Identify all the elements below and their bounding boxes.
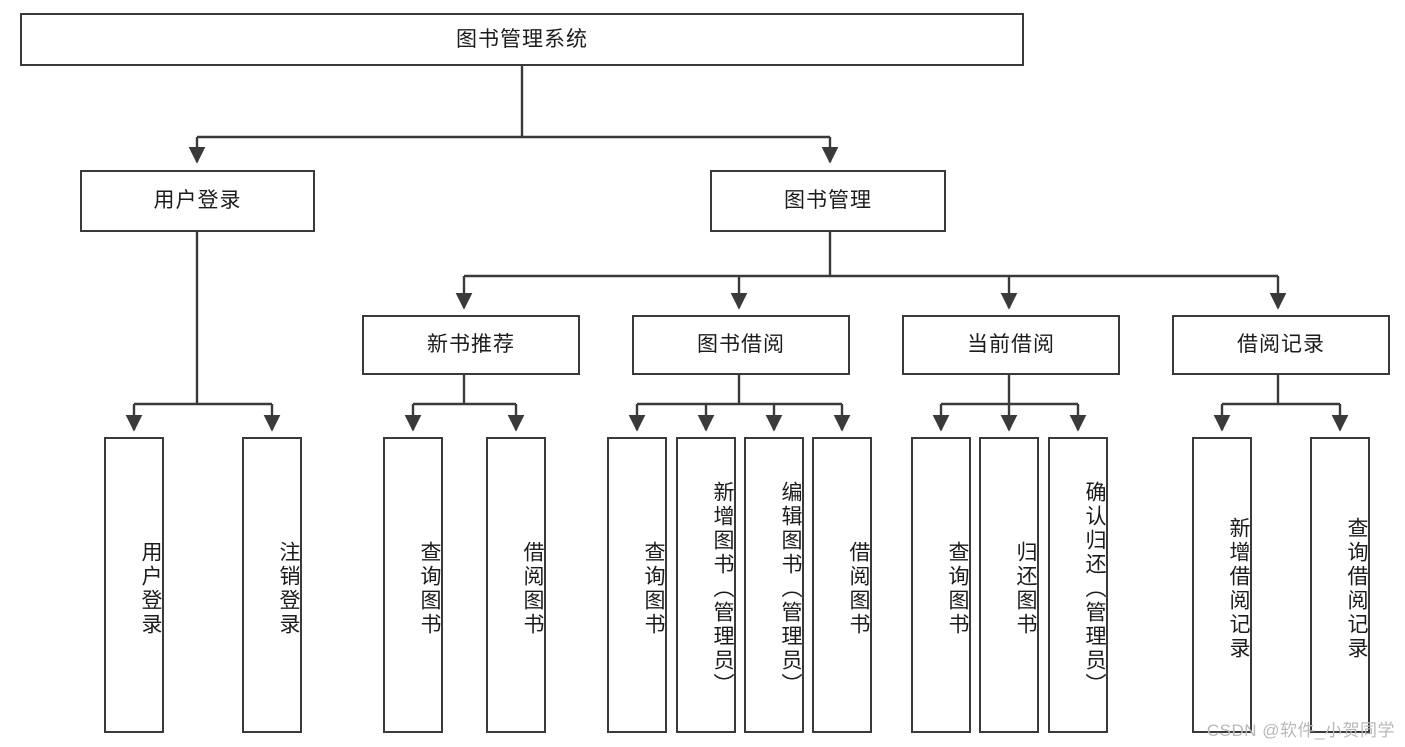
node-label: 编辑图书（管理员） — [779, 481, 802, 697]
leaf-book-borrow-edit-book-admin[interactable]: 编辑图书（管理员） — [744, 437, 804, 733]
leaf-new-book-query-book[interactable]: 查询图书 — [383, 437, 443, 733]
leaf-current-borrow-query-book[interactable]: 查询图书 — [911, 437, 971, 733]
node-label: 图书管理 — [784, 189, 872, 213]
node-label: 新增图书（管理员） — [711, 481, 734, 697]
node-book-management[interactable]: 图书管理 — [710, 170, 946, 232]
node-label: 当前借阅 — [967, 333, 1055, 357]
node-label: 查询借阅记录 — [1345, 517, 1368, 661]
leaf-current-borrow-return-book[interactable]: 归还图书 — [979, 437, 1039, 733]
node-label: 图书借阅 — [697, 333, 785, 357]
node-label: 图书管理系统 — [456, 27, 588, 51]
node-label: 注销登录 — [277, 541, 300, 637]
node-label: 用户登录 — [139, 541, 162, 637]
node-root-book-management-system[interactable]: 图书管理系统 — [20, 13, 1024, 66]
node-new-book-recommend[interactable]: 新书推荐 — [362, 315, 580, 375]
leaf-user-login-logout[interactable]: 注销登录 — [242, 437, 302, 733]
node-label: 借阅图书 — [847, 541, 870, 637]
node-label: 借阅记录 — [1237, 333, 1325, 357]
node-label: 新书推荐 — [427, 333, 515, 357]
node-current-borrow[interactable]: 当前借阅 — [902, 315, 1120, 375]
node-label: 确认归还（管理员） — [1083, 481, 1106, 697]
node-borrow-record[interactable]: 借阅记录 — [1172, 315, 1390, 375]
node-label: 查询图书 — [642, 541, 665, 637]
leaf-book-borrow-query-book[interactable]: 查询图书 — [607, 437, 667, 733]
leaf-book-borrow-borrow-book[interactable]: 借阅图书 — [812, 437, 872, 733]
leaf-book-borrow-add-book-admin[interactable]: 新增图书（管理员） — [676, 437, 736, 733]
leaf-borrow-record-add-record[interactable]: 新增借阅记录 — [1192, 437, 1252, 733]
node-label: 归还图书 — [1014, 541, 1037, 637]
leaf-current-borrow-confirm-return-admin[interactable]: 确认归还（管理员） — [1048, 437, 1108, 733]
node-user-login[interactable]: 用户登录 — [80, 170, 315, 232]
node-label: 借阅图书 — [521, 541, 544, 637]
node-label: 查询图书 — [946, 541, 969, 637]
node-book-borrow[interactable]: 图书借阅 — [632, 315, 850, 375]
leaf-new-book-borrow-book[interactable]: 借阅图书 — [486, 437, 546, 733]
leaf-user-login-login[interactable]: 用户登录 — [104, 437, 164, 733]
csdn-watermark: CSDN @软件_小贺同学 — [1206, 721, 1395, 740]
node-label: 用户登录 — [153, 189, 242, 213]
leaf-borrow-record-query-record[interactable]: 查询借阅记录 — [1310, 437, 1370, 733]
node-label: 新增借阅记录 — [1227, 517, 1250, 661]
node-label: 查询图书 — [418, 541, 441, 637]
